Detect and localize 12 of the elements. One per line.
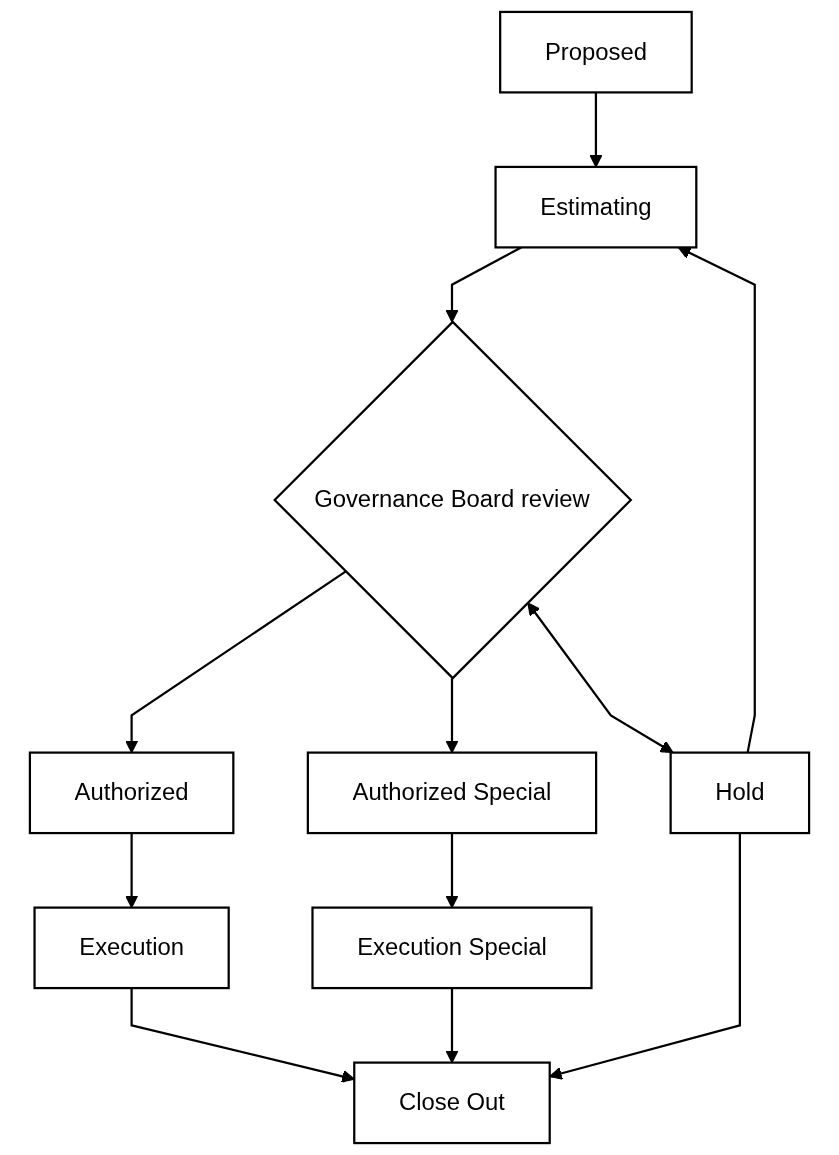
arrow	[527, 602, 674, 754]
node-diamond: Governance Board review	[273, 320, 633, 680]
arrow	[130, 988, 355, 1083]
node-box: Authorized Special	[306, 751, 598, 835]
node-box: Estimating	[494, 165, 698, 249]
node-box: Execution Special	[311, 906, 593, 990]
node-box: Proposed	[499, 10, 693, 94]
node-box: Execution	[33, 906, 230, 990]
arrow	[549, 833, 741, 1080]
node-box: Close Out	[353, 1061, 551, 1145]
node-box: Authorized	[28, 751, 235, 835]
node-box: Hold	[669, 751, 811, 835]
